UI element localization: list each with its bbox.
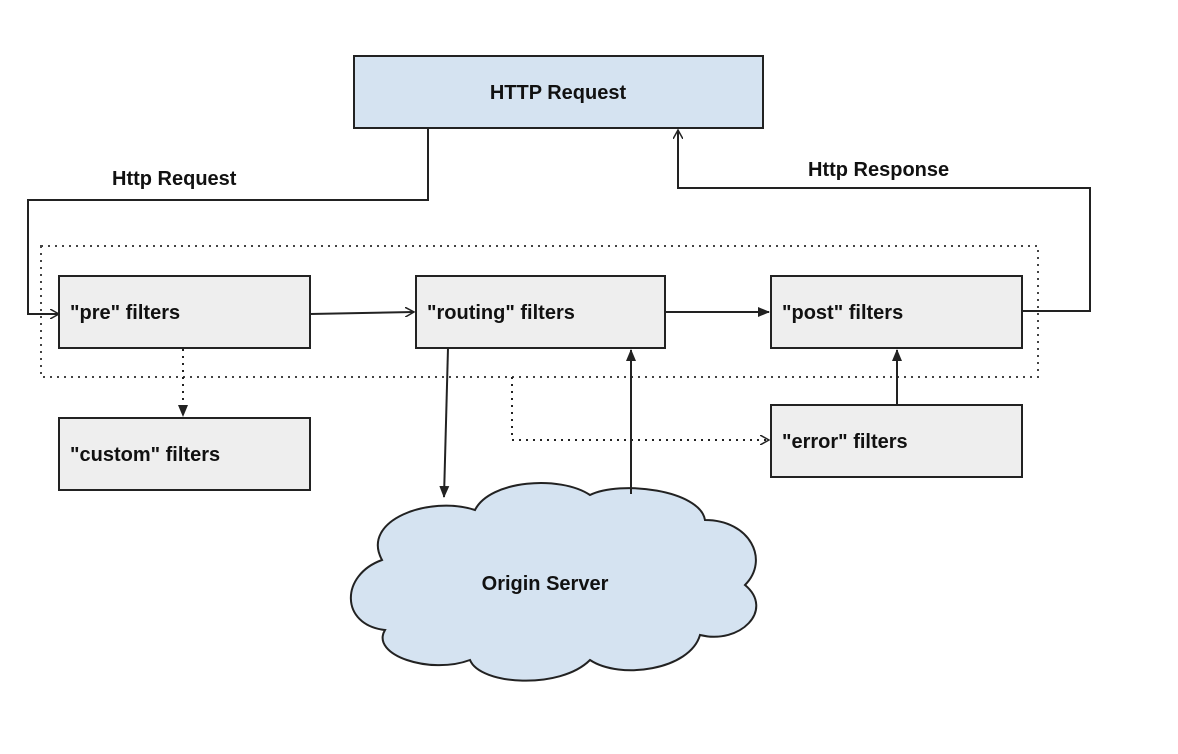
http-response-edge: Http Response (678, 130, 1091, 312)
post-filters-label: "post" filters (782, 302, 903, 324)
pre-filters-label: "pre" filters (70, 302, 180, 324)
http-request-edge-label: Http Request (112, 168, 237, 190)
custom-filters-node: "custom" filters (58, 417, 311, 491)
routing-filters-node: "routing" filters (415, 275, 666, 349)
custom-filters-label: "custom" filters (70, 444, 220, 466)
pre-filters-node: "pre" filters (58, 275, 311, 349)
routing-filters-label: "routing" filters (427, 302, 575, 324)
http-request-edge: Http Request (27, 128, 429, 314)
zone-to-error-arrow (511, 377, 769, 440)
http-response-edge-label: Http Response (808, 159, 949, 181)
routing-to-origin-arrow (439, 347, 450, 498)
error-filters-label: "error" filters (782, 431, 908, 453)
origin-server-node: Origin Server (349, 482, 758, 682)
http-request-node: HTTP Request (353, 55, 764, 129)
origin-server-label: Origin Server (482, 573, 609, 595)
http-request-label: HTTP Request (490, 82, 627, 104)
error-filters-node: "error" filters (770, 404, 1023, 478)
filter-zone-boundary (40, 245, 1039, 378)
pre-to-routing-arrow (309, 312, 414, 314)
post-filters-node: "post" filters (770, 275, 1023, 349)
